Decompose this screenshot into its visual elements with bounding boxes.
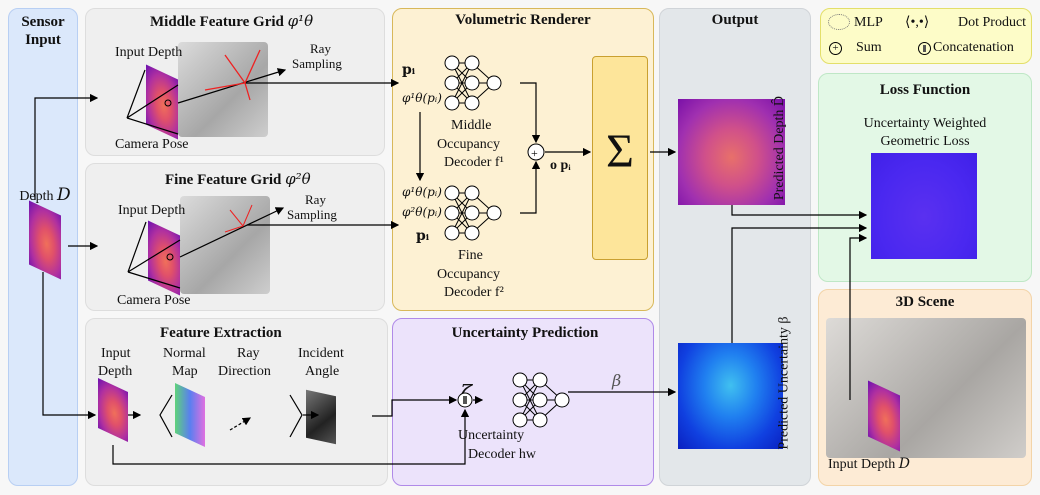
- middle-grid-title: Middle Feature Grid φ¹θ: [150, 12, 314, 30]
- occupancy-label: o pᵢ: [550, 158, 571, 173]
- arrow-incident-to-concat: [372, 395, 458, 417]
- fe-normal-map-1: Normal: [163, 346, 206, 361]
- legend-concat: Concatenation: [933, 40, 1014, 55]
- sum-box: [592, 56, 648, 260]
- legend-sum: Sum: [856, 40, 882, 55]
- fe-input-depth-1: Input: [101, 346, 131, 361]
- middle-decoder-2: Occupancy: [437, 137, 500, 152]
- middle-decoder-1: Middle: [451, 118, 492, 133]
- loss-line-2: Geometric Loss: [880, 134, 970, 149]
- fe-normal-map-2: Map: [172, 364, 198, 379]
- fine-decoder-3: Decoder f²: [444, 285, 504, 300]
- legend-dot: Dot Product: [958, 15, 1027, 30]
- fine-input-phi2: φ²θ(pᵢ): [402, 205, 442, 219]
- loss-title: Loss Function: [879, 82, 971, 98]
- fe-ray-direction-2: Direction: [218, 364, 271, 379]
- scene-input-depth: Input Depth D: [828, 456, 910, 472]
- fine-ray-sampling-1: Ray: [305, 192, 326, 207]
- middle-decoder-mlp-icon: [444, 55, 502, 111]
- middle-input-phi: φ¹θ(pᵢ): [402, 91, 442, 105]
- middle-camera-pose: Camera Pose: [115, 137, 189, 152]
- middle-ray-sampling-2: Sampling: [292, 56, 342, 71]
- fine-ray-sampling-2: Sampling: [287, 207, 337, 222]
- mlp-icon: [828, 14, 850, 30]
- loss-line-1: Uncertainty Weighted: [863, 116, 987, 131]
- ray-direction-icon: [229, 417, 252, 431]
- sensor-depth-label: Depth D: [19, 185, 71, 205]
- sum-legend-icon: +: [829, 42, 842, 55]
- arrow-depth-to-loss: [731, 205, 868, 220]
- arrow-scene-to-loss: [849, 233, 868, 400]
- bracket-right: [289, 394, 303, 438]
- fe-input-depth-2: Depth: [98, 364, 133, 379]
- concat-legend-icon: [918, 42, 931, 55]
- fine-grid-title: Fine Feature Grid φ²θ: [165, 170, 311, 188]
- svg-text:+: +: [531, 146, 538, 160]
- camera-frustum-middle: [126, 69, 179, 135]
- middle-red-rays: [204, 49, 261, 101]
- uncertainty-decoder-2: Decoder hw: [468, 447, 537, 462]
- predicted-depth-image: [678, 99, 785, 205]
- fine-decoder-1: Fine: [458, 248, 483, 263]
- fine-decoder-2: Occupancy: [437, 267, 500, 282]
- camera-frustum-fine: [127, 221, 181, 289]
- fine-decoder-mlp-icon: [444, 185, 502, 241]
- fine-red-rays: [224, 204, 253, 233]
- feature-extraction-title: Feature Extraction: [160, 325, 282, 341]
- sum-sigma: Σ: [606, 125, 634, 178]
- arrow-sensor-to-fe: [42, 272, 97, 420]
- legend-mlp: MLP: [854, 15, 883, 30]
- beta-label: β: [612, 371, 622, 390]
- bracket-left: [159, 394, 173, 438]
- middle-input-p: pᵢ: [402, 62, 416, 78]
- arrow-fine-to-sum: [520, 160, 541, 214]
- middle-decoder-3: Decoder f¹: [444, 155, 504, 170]
- fe-ray-direction-1: Ray: [237, 346, 260, 361]
- fe-incident-angle-2: Angle: [305, 364, 340, 379]
- fine-camera-pose: Camera Pose: [117, 293, 191, 308]
- renderer-title: Volumetric Renderer: [455, 12, 591, 28]
- scene-mesh: [826, 318, 1026, 458]
- sensor-title-1: Sensor: [21, 14, 65, 30]
- output-title: Output: [711, 12, 759, 28]
- uncertainty-decoder-1: Uncertainty: [458, 428, 525, 443]
- predicted-uncertainty-image: [678, 343, 783, 449]
- feature-extraction-panel: [85, 318, 388, 486]
- arrow-middle-ray: [177, 68, 287, 104]
- arrow-fine-ray: [179, 207, 285, 258]
- middle-ray-sampling-1: Ray: [310, 41, 331, 56]
- sum-node: [527, 143, 545, 161]
- fine-input-depth: Input Depth: [118, 203, 186, 218]
- scene-title: 3D Scene: [895, 294, 955, 310]
- fine-input-p: pᵢ: [416, 228, 430, 244]
- fine-input-phi1: φ¹θ(pᵢ): [402, 185, 442, 199]
- arrow-sensor-to-middle: [34, 93, 99, 200]
- sensor-title-2: Input: [25, 32, 61, 48]
- middle-input-depth: Input Depth: [115, 45, 183, 60]
- arrow-middle-to-sum: [520, 82, 541, 144]
- legend-dot-symbol: ⟨•,•⟩: [905, 15, 930, 30]
- uncertainty-decoder-mlp-icon: [512, 372, 570, 428]
- loss-image: [871, 153, 977, 259]
- uncertainty-title: Uncertainty Prediction: [451, 325, 599, 341]
- fine-scene-mesh: [180, 196, 270, 294]
- fe-incident-angle-1: Incident: [298, 346, 344, 361]
- arrow-depth-to-concat: [112, 408, 470, 465]
- arrow-uncert-to-loss: [731, 223, 868, 343]
